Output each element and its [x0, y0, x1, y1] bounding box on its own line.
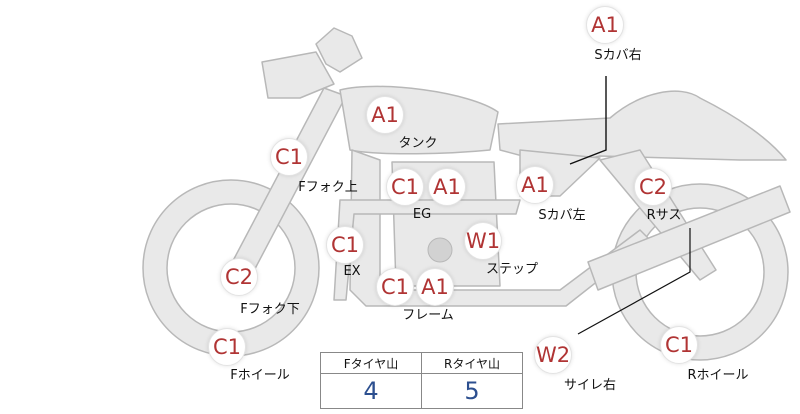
- rear-tire-header: Rタイヤ山: [421, 352, 523, 374]
- tire-tread-table: Fタイヤ山 Rタイヤ山 4 5: [320, 352, 523, 409]
- label-rear-suspension: Rサス: [646, 208, 682, 223]
- silencer-right-leader: [577, 228, 691, 335]
- grade-rear-wheel: C1: [660, 326, 698, 364]
- label-step: ステップ: [485, 262, 539, 277]
- grade-s-cover-left: A1: [516, 166, 554, 204]
- grade-front-wheel: C1: [208, 328, 246, 366]
- grade-tank: A1: [366, 96, 404, 134]
- exhaust-pipe-shape: [333, 199, 521, 301]
- grade-exhaust: C1: [326, 226, 364, 264]
- label-front-wheel: Fホイール: [230, 368, 290, 383]
- label-silencer-right: サイレ右: [563, 378, 617, 393]
- grade-rear-suspension: C2: [634, 168, 672, 206]
- grade-frame-1: C1: [376, 268, 414, 306]
- grade-engine-2: A1: [428, 168, 466, 206]
- muffler-shape: [587, 185, 791, 291]
- handlebar-shape: [315, 27, 363, 73]
- label-front-fork-lower: Fフォク下: [240, 302, 300, 317]
- grade-s-cover-right: A1: [586, 6, 624, 44]
- label-exhaust: EX: [343, 264, 361, 279]
- grade-front-fork-lower: C2: [220, 258, 258, 296]
- grade-front-fork-upper: C1: [270, 138, 308, 176]
- grade-frame-2: A1: [416, 268, 454, 306]
- label-s-cover-right: Sカバ右: [594, 48, 642, 63]
- front-wheel-shape: [142, 179, 320, 357]
- headlight-shape: [261, 51, 335, 99]
- front-tire-value: 4: [320, 373, 422, 409]
- label-engine: EG: [412, 207, 432, 222]
- s-cover-right-leader: [569, 76, 607, 165]
- front-tire-header: Fタイヤ山: [320, 352, 422, 374]
- label-tank: タンク: [398, 136, 438, 151]
- grade-silencer-right: W2: [534, 336, 572, 374]
- label-frame: フレーム: [402, 308, 454, 323]
- grade-step: W1: [464, 222, 502, 260]
- seat-shape: [497, 90, 787, 167]
- label-s-cover-left: Sカバ左: [538, 208, 586, 223]
- label-rear-wheel: Rホイール: [687, 368, 749, 383]
- label-front-fork-upper: Fフォク上: [298, 180, 358, 195]
- grade-engine-1: C1: [386, 168, 424, 206]
- rear-tire-value: 5: [421, 373, 523, 409]
